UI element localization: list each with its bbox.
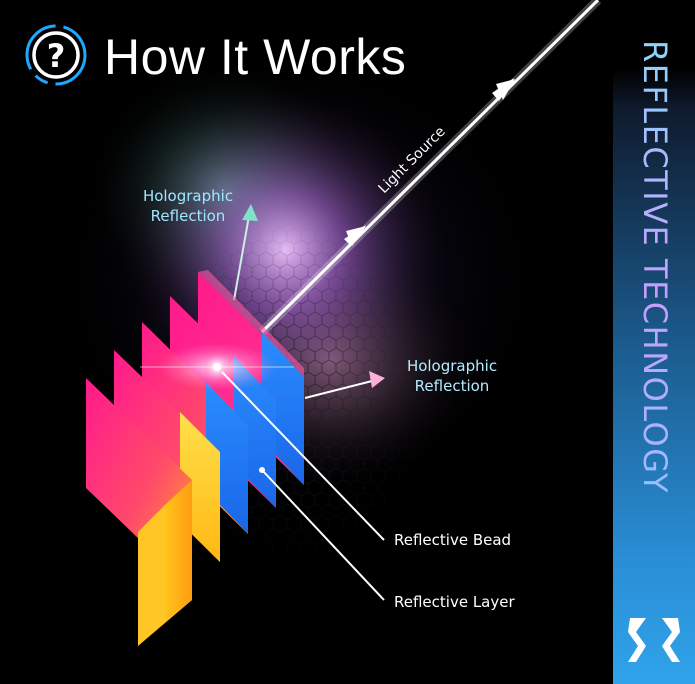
brand-logo-icon: [628, 618, 680, 662]
label-reflective-layer: Reflective Layer: [394, 593, 515, 611]
reflection-arrows: [233, 204, 385, 399]
vertical-title: REFLECTIVE TECHNOLOGY: [625, 40, 685, 600]
light-source-beam: [258, 0, 602, 336]
question-mark-icon: ?: [25, 24, 87, 86]
reflective-bead-glow: [140, 343, 294, 391]
side-band: [613, 0, 695, 684]
leader-lines: [221, 371, 385, 601]
svg-text:?: ?: [47, 37, 66, 75]
page-title: How It Works: [104, 29, 407, 85]
label-reflective-bead: Reflective Bead: [394, 531, 512, 549]
